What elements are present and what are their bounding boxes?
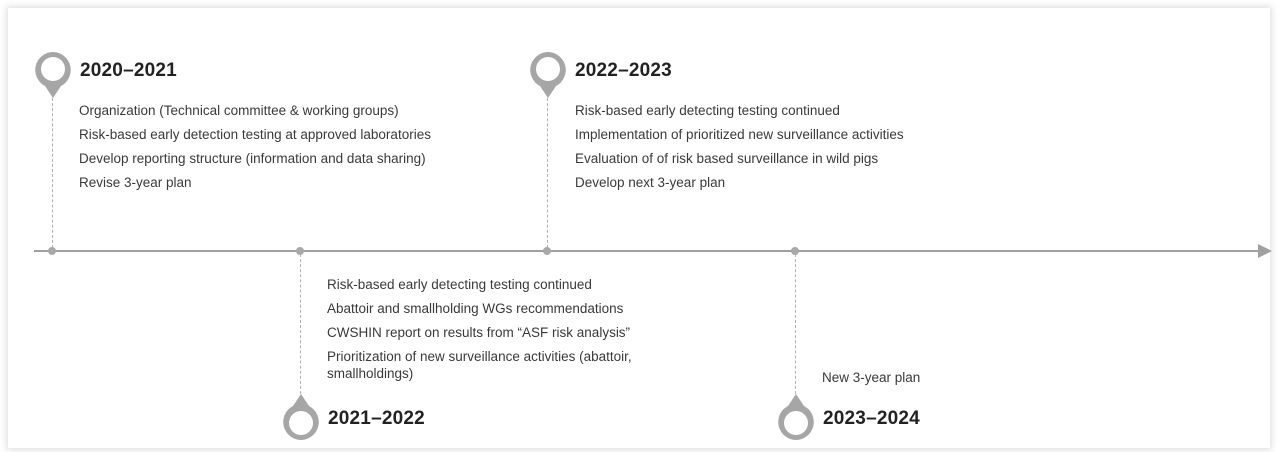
list-item: Prioritization of new surveillance activ… — [327, 349, 632, 381]
milestone-title-2021: 2021–2022 — [328, 408, 425, 429]
milestone-title-2023: 2023–2024 — [823, 408, 920, 429]
list-item: Risk-based early detection testing at ap… — [79, 127, 431, 142]
list-item: CWSHIN report on results from “ASF risk … — [327, 325, 631, 340]
timeline-dot-2022 — [543, 247, 551, 255]
milestone-items-2020: Organization (Technical committee & work… — [79, 102, 519, 198]
arrow-right-icon — [1258, 244, 1272, 258]
connector-line-2023 — [795, 254, 796, 394]
timeline-diagram: 2020–2021 Organization (Technical commit… — [8, 8, 1272, 448]
connector-line-2020 — [52, 98, 53, 248]
list-item: New 3-year plan — [822, 370, 921, 385]
map-pin-up-icon — [283, 394, 319, 440]
milestone-items-2023: New 3-year plan — [822, 369, 1122, 393]
list-item: Organization (Technical committee & work… — [79, 103, 399, 118]
list-item: Develop next 3-year plan — [575, 175, 726, 190]
connector-line-2022 — [547, 98, 548, 248]
list-item: Abattoir and smallholding WGs recommenda… — [327, 301, 624, 316]
list-item: Revise 3-year plan — [79, 175, 192, 190]
connector-line-2021 — [300, 254, 301, 394]
list-item: Implementation of prioritized new survei… — [575, 127, 904, 142]
map-pin-down-icon — [530, 52, 566, 98]
map-pin-up-icon — [778, 394, 814, 440]
timeline-dot-2021 — [296, 247, 304, 255]
list-item: Risk-based early detecting testing conti… — [575, 103, 840, 118]
list-item: Develop reporting structure (information… — [79, 151, 426, 166]
milestone-title-2020: 2020–2021 — [80, 60, 177, 81]
list-item: Evaluation of of risk based surveillance… — [575, 151, 879, 166]
map-pin-down-icon — [35, 52, 71, 98]
timeline-dot-2023 — [791, 247, 799, 255]
timeline-dot-2020 — [48, 247, 56, 255]
timeline-axis — [34, 250, 1260, 252]
milestone-items-2022: Risk-based early detecting testing conti… — [575, 102, 1035, 198]
milestone-items-2021: Risk-based early detecting testing conti… — [327, 276, 727, 389]
list-item: Risk-based early detecting testing conti… — [327, 277, 592, 292]
milestone-title-2022: 2022–2023 — [575, 60, 672, 81]
